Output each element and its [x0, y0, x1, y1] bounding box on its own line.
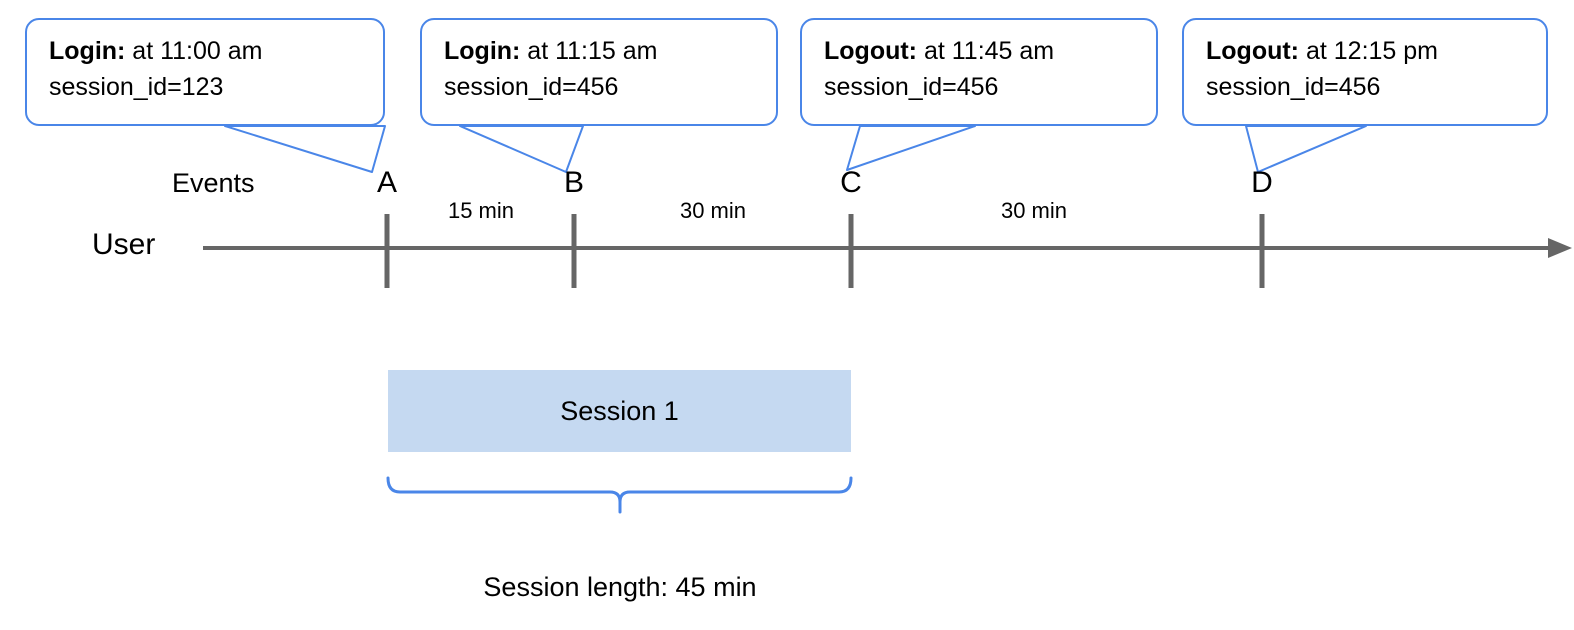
callout-event-c: Logout: at 11:45 am session_id=456	[800, 18, 1158, 126]
event-letter-b: B	[563, 166, 584, 199]
duration-label-a-b: 15 min	[447, 198, 515, 223]
callout-detail: at 11:45 am	[917, 37, 1055, 65]
callout-session-id: session_id=456	[444, 72, 619, 101]
callout-event-d: Logout: at 12:15 pm session_id=456	[1182, 18, 1548, 126]
timeline-arrowhead	[1548, 238, 1572, 258]
duration-label-c-d: 30 min	[1000, 198, 1068, 223]
session-length-caption: Session length: 45 min	[483, 572, 757, 602]
callout-kind: Login:	[444, 37, 521, 65]
callout-detail: at 11:15 am	[520, 37, 658, 65]
event-letter-d: D	[1251, 166, 1273, 199]
user-row-label: User	[92, 228, 156, 261]
callout-session-id: session_id=456	[1206, 72, 1381, 101]
session-bar: Session 1	[388, 370, 851, 452]
callout-detail: at 11:00 am	[125, 37, 263, 65]
callout-session-id: session_id=456	[824, 72, 999, 101]
callout-session-id: session_id=123	[49, 72, 224, 101]
callout-detail: at 12:15 pm	[1299, 37, 1438, 65]
callout-tail-c	[846, 125, 976, 171]
callout-tail-a	[224, 125, 386, 173]
duration-label-b-c: 30 min	[679, 198, 747, 223]
event-letter-a: A	[376, 166, 397, 199]
callout-event-b: Login: at 11:15 am session_id=456	[420, 18, 778, 126]
callout-kind: Logout:	[824, 37, 918, 65]
callout-event-a: Login: at 11:00 am session_id=123	[25, 18, 385, 126]
session-bar-label: Session 1	[560, 395, 679, 426]
callout-kind: Logout:	[1206, 37, 1300, 65]
events-row-label: Events	[172, 168, 255, 198]
callout-kind: Login:	[49, 37, 126, 65]
session-length-brace	[386, 476, 853, 514]
event-letter-c: C	[840, 166, 862, 199]
